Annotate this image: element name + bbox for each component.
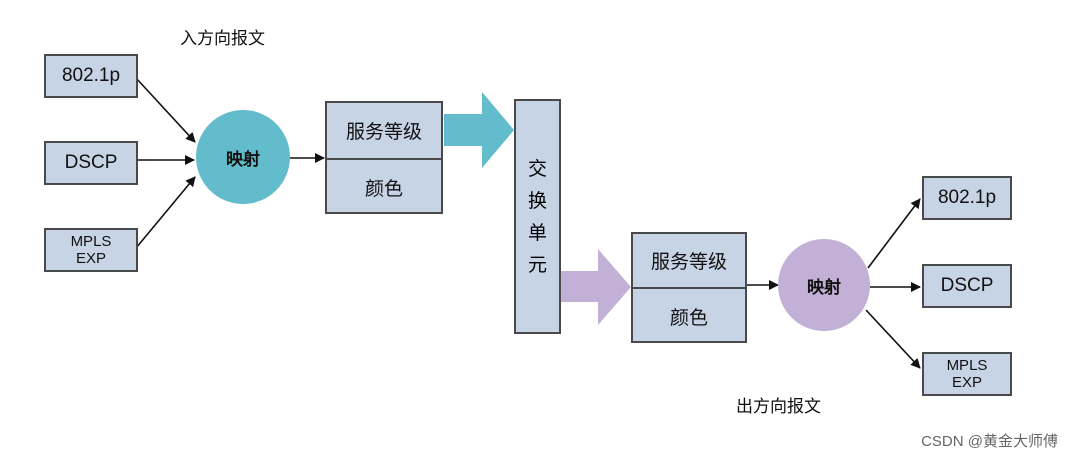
ingress-flow-arrow xyxy=(444,92,514,168)
ingress-input-dscp: DSCP xyxy=(44,141,138,185)
ingress-qos-box: 服务等级 颜色 xyxy=(325,101,443,214)
egress-flow-arrow xyxy=(561,249,631,325)
egress-caption: 出方向报文 xyxy=(736,397,821,417)
egress-qos-divider xyxy=(633,287,745,289)
switch-unit: 交 换 单 元 xyxy=(514,99,561,334)
ingress-service-class: 服务等级 xyxy=(345,121,422,143)
egress-output-dscp: DSCP xyxy=(922,264,1012,308)
egress-color: 颜色 xyxy=(669,306,708,329)
switch-unit-char: 单 xyxy=(527,221,547,244)
egress-service-class: 服务等级 xyxy=(650,251,727,273)
ingress-color: 颜色 xyxy=(364,177,403,200)
ingress-input-8021p: 802.1p xyxy=(44,54,138,98)
switch-unit-char: 交 xyxy=(527,157,547,180)
ingress-map-circle: 映射 xyxy=(196,110,290,204)
switch-unit-char: 换 xyxy=(527,189,547,212)
arrow-8021p-to-map xyxy=(135,77,196,143)
egress-output-8021p: 802.1p xyxy=(922,176,1012,220)
egress-output-mpls-exp: MPLS EXP xyxy=(922,352,1012,396)
egress-map-circle: 映射 xyxy=(778,239,870,331)
ingress-qos-divider xyxy=(327,158,441,160)
ingress-input-mpls-exp: MPLS EXP xyxy=(44,228,138,272)
egress-qos-box: 服务等级 颜色 xyxy=(631,232,747,343)
ingress-caption: 入方向报文 xyxy=(180,29,265,49)
arrow-mpls-to-map xyxy=(135,176,196,249)
arrow-map-to-8021p xyxy=(867,198,921,269)
arrow-map-to-mpls xyxy=(865,309,921,369)
watermark: CSDN @黄金大师傅 xyxy=(921,433,1058,450)
switch-unit-char: 元 xyxy=(527,253,547,276)
